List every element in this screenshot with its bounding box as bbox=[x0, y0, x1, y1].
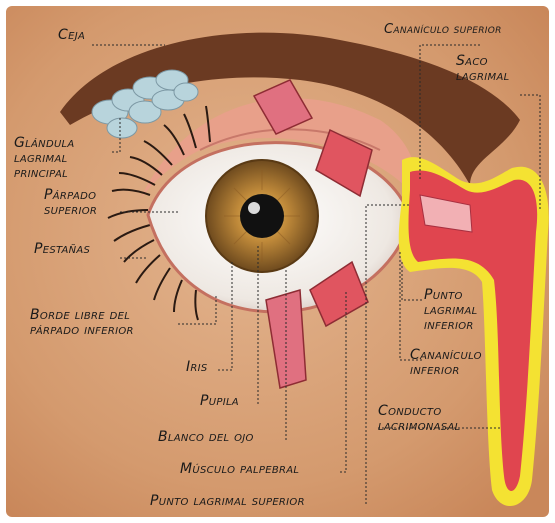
label-glandula-lagrimal: Glándula lagrimal principal bbox=[14, 136, 75, 181]
label-saco-lagrimal: Saco lagrimal bbox=[456, 54, 510, 84]
label-cananiculo-superior: Cananículo superior bbox=[384, 22, 502, 37]
label-blanco-del-ojo: Blanco del ojo bbox=[158, 430, 254, 445]
label-parpado-superior: Párpado superior bbox=[44, 188, 97, 218]
label-borde-libre: Borde libre del párpado inferior bbox=[30, 308, 134, 338]
pupil bbox=[240, 194, 284, 238]
label-pestanas: Pestañas bbox=[34, 242, 90, 257]
label-iris: Iris bbox=[186, 360, 208, 375]
label-punto-lagrimal-superior: Punto lagrimal superior bbox=[150, 494, 305, 509]
label-musculo-palpebral: Músculo palpebral bbox=[180, 462, 299, 477]
label-conducto-lacrimonasal: Conducto lacrimonasal bbox=[378, 404, 460, 434]
label-punto-lagrimal-inferior: Punto lagrimal inferior bbox=[424, 288, 478, 333]
label-ceja: Ceja bbox=[58, 28, 85, 43]
label-pupila: Pupila bbox=[200, 394, 239, 409]
label-cananiculo-inferior: Cananículo inferior bbox=[410, 348, 482, 378]
